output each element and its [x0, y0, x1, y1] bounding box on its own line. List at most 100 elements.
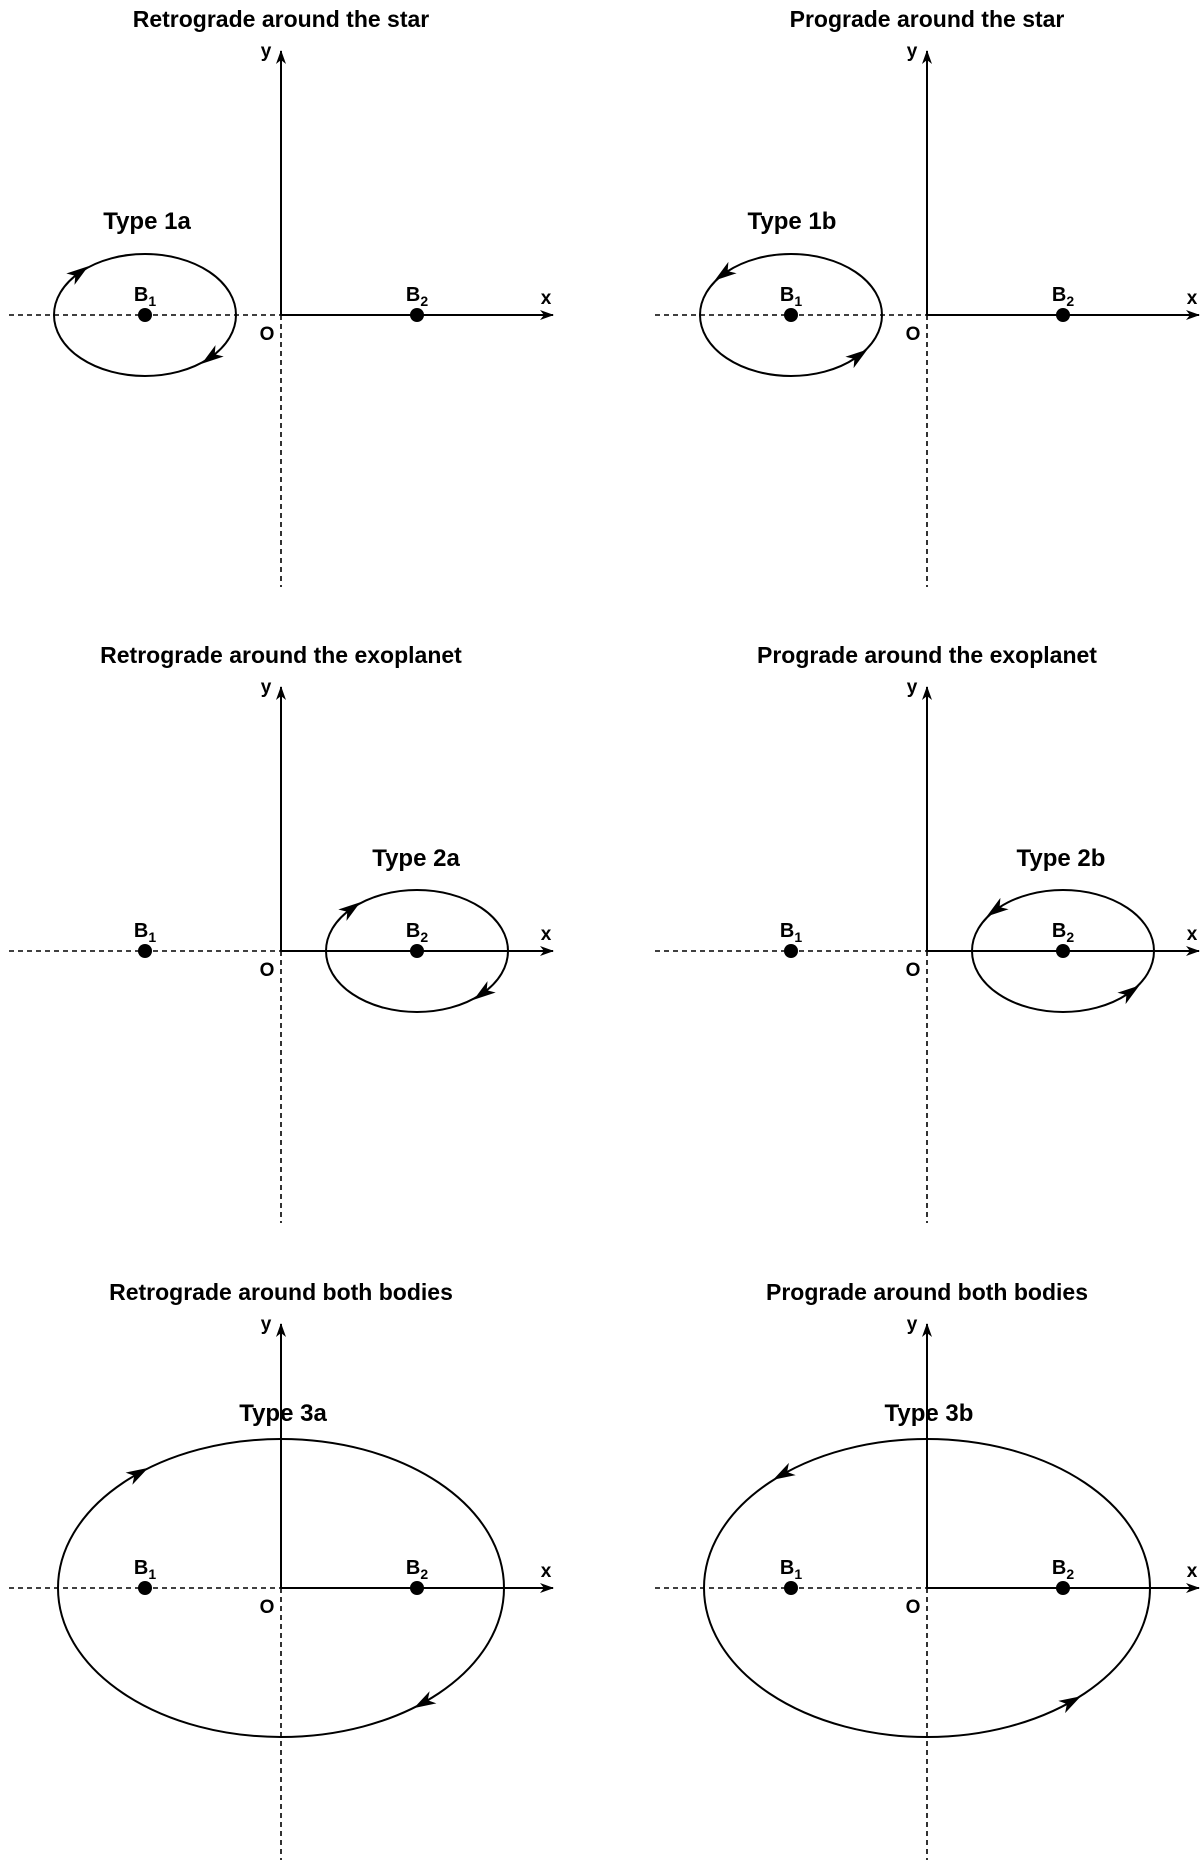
body-b1-star: [784, 1581, 798, 1595]
x-axis-label: x: [1187, 924, 1198, 945]
panel-type-3b: Prograde around both bodies Type 3b y xO B…: [655, 1279, 1200, 1860]
panel-title: Retrograde around both bodies: [109, 1279, 453, 1305]
body-label-subscript: 2: [420, 929, 428, 945]
y-axis-label: y: [907, 677, 918, 698]
panel-type-2b: Prograde around the exoplanet Type 2b y x…: [655, 642, 1200, 1223]
body-b2-label: B2: [1052, 1557, 1074, 1582]
orbit-type-label: Type 1b: [748, 208, 837, 235]
orbit-ellipse: [699, 253, 883, 377]
body-b2-exoplanet: [1056, 944, 1070, 958]
body-label-subscript: 1: [148, 293, 156, 309]
body-b1-star: [784, 308, 798, 322]
body-label-main: B: [134, 920, 148, 942]
orbit-direction-arrow: [1058, 1696, 1081, 1714]
body-b2-exoplanet: [410, 944, 424, 958]
body-b2-label: B2: [406, 920, 428, 945]
body-label-subscript: 2: [1066, 293, 1074, 309]
panel-title: Prograde around both bodies: [766, 1279, 1088, 1305]
y-axis-label: y: [907, 1314, 918, 1335]
origin-label: O: [906, 324, 921, 345]
y-axis-label: y: [261, 677, 272, 698]
body-b1-label: B1: [780, 284, 802, 309]
y-axis-label: y: [261, 41, 272, 62]
orbit-direction-arrow: [66, 266, 89, 285]
orbit-direction-arrow: [201, 345, 224, 364]
body-label-main: B: [1052, 284, 1066, 306]
body-b2-label: B2: [406, 1557, 428, 1582]
body-b2-exoplanet: [1056, 308, 1070, 322]
panel-type-2a: Retrograde around the exoplanet Type 2a …: [9, 642, 554, 1223]
panel-type-1a: Retrograde around the star Type 1a yxOB1…: [9, 6, 554, 587]
orbit-ellipse: [325, 889, 509, 1013]
x-axis-label: x: [541, 924, 552, 945]
body-b2-label: B2: [406, 284, 428, 309]
body-label-subscript: 2: [1066, 929, 1074, 945]
body-label-subscript: 1: [148, 1566, 156, 1582]
y-axis-label: y: [907, 41, 918, 62]
body-label-main: B: [780, 284, 794, 306]
body-label-main: B: [406, 920, 420, 942]
body-label-subscript: 2: [1066, 1566, 1074, 1582]
body-b1-star: [138, 944, 152, 958]
body-label-subscript: 1: [794, 293, 802, 309]
body-label-main: B: [134, 1557, 148, 1579]
x-axis-label: x: [541, 288, 552, 309]
body-b2-label: B2: [1052, 284, 1074, 309]
body-label-main: B: [406, 1557, 420, 1579]
body-label-main: B: [1052, 1557, 1066, 1579]
orbit-direction-arrow: [473, 981, 496, 1000]
panel-title: Retrograde around the star: [133, 6, 430, 32]
panel-title: Prograde around the star: [790, 6, 1065, 32]
orbit-ellipse: [971, 889, 1155, 1013]
origin-label: O: [906, 960, 921, 981]
x-axis-label: x: [1187, 1561, 1198, 1582]
panel-title: Retrograde around the exoplanet: [100, 642, 462, 668]
body-b2-exoplanet: [1056, 1581, 1070, 1595]
body-b1-star: [138, 308, 152, 322]
x-axis-label: x: [541, 1561, 552, 1582]
body-b2-label: B2: [1052, 920, 1074, 945]
orbit-type-label: Type 3b: [885, 1400, 974, 1427]
origin-label: O: [260, 324, 275, 345]
orbit-type-label: Type 2b: [1017, 845, 1106, 872]
y-axis-label: y: [261, 1314, 272, 1335]
body-label-main: B: [134, 284, 148, 306]
orbit-type-label: Type 3a: [239, 1400, 327, 1427]
origin-label: O: [260, 1597, 275, 1618]
body-b1-label: B1: [134, 1557, 156, 1582]
body-label-main: B: [1052, 920, 1066, 942]
body-label-main: B: [780, 1557, 794, 1579]
panel-type-3a: Retrograde around both bodies Type 3a y x…: [9, 1279, 554, 1860]
body-label-subscript: 1: [148, 929, 156, 945]
orbit-direction-arrow: [125, 1467, 149, 1485]
body-b1-label: B1: [134, 284, 156, 309]
orbit-direction-arrow: [1117, 985, 1140, 1005]
body-b1-star: [784, 944, 798, 958]
body-label-main: B: [780, 920, 794, 942]
body-label-subscript: 1: [794, 929, 802, 945]
body-label-subscript: 1: [794, 1566, 802, 1582]
orbit-type-label: Type 1a: [103, 208, 191, 235]
body-label-main: B: [406, 284, 420, 306]
panel-title: Prograde around the exoplanet: [757, 642, 1097, 668]
orbit-ellipse: [53, 253, 237, 377]
body-b1-label: B1: [780, 1557, 802, 1582]
body-label-subscript: 2: [420, 1566, 428, 1582]
orbit-direction-arrow: [845, 349, 868, 369]
orbit-direction-arrow: [338, 902, 361, 921]
orbit-type-label: Type 2a: [372, 845, 460, 872]
body-b2-exoplanet: [410, 1581, 424, 1595]
origin-label: O: [906, 1597, 921, 1618]
orbit-ellipse: [703, 1438, 1151, 1738]
body-b2-exoplanet: [410, 308, 424, 322]
x-axis-label: x: [1187, 288, 1198, 309]
orbit-direction-arrow: [986, 897, 1009, 917]
orbit-direction-arrow: [773, 1462, 796, 1480]
body-label-subscript: 2: [420, 293, 428, 309]
orbit-ellipse: [57, 1438, 505, 1738]
body-b1-star: [138, 1581, 152, 1595]
origin-label: O: [260, 960, 275, 981]
orbit-direction-arrow: [413, 1691, 437, 1709]
